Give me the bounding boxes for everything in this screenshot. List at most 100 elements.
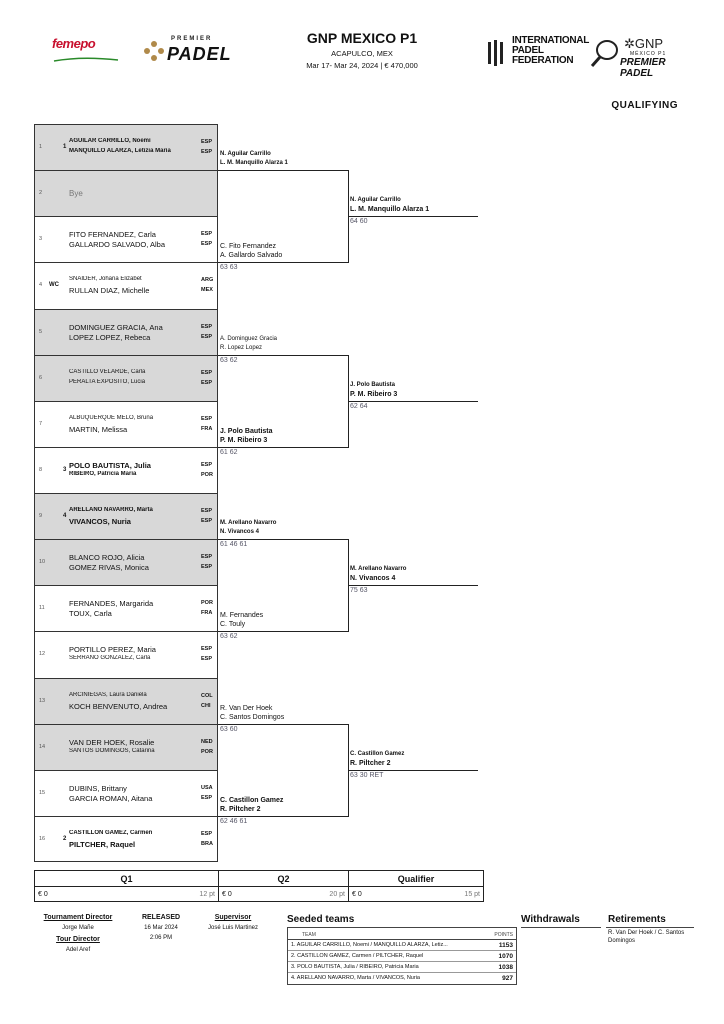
seeded-team: 3. POLO BAUTISTA, Julia / RIBEIRO, Patri… xyxy=(291,964,419,970)
seed-label: 2 xyxy=(63,835,67,842)
player-nationality: ESP xyxy=(201,518,213,525)
retirements-text: R. Van Der Hoek / C. Santos Domingos xyxy=(608,930,685,944)
player-name: MANQUILLO ALARZA, Letizia Maria xyxy=(69,148,171,155)
q1-winner-name: N. Vivancos 4 xyxy=(220,529,259,536)
player-nationality: POR xyxy=(201,748,213,755)
prize-points: 12 pt xyxy=(199,891,215,898)
player-nationality: NED xyxy=(201,738,213,745)
seeded-row: 3. POLO BAUTISTA, Julia / RIBEIRO, Patri… xyxy=(288,962,516,973)
prize-money: € 0 xyxy=(352,891,362,898)
tournament-dates-prize: Mar 17- Mar 24, 2024 | € 470,000 xyxy=(306,61,418,70)
q1-winner-name: N. Aguilar Carrillo xyxy=(220,151,271,158)
draw-position: 10 xyxy=(39,559,46,566)
player-nationality: ARG xyxy=(201,277,214,284)
player-nationality: ESP xyxy=(201,656,213,663)
player-name: TOUX, Carla xyxy=(69,609,112,619)
q2-score: 75 63 xyxy=(350,587,368,595)
withdrawals-title: Withdrawals xyxy=(521,914,580,925)
player-name: RULLAN DIAZ, Michelle xyxy=(69,286,150,296)
seeded-points: 1070 xyxy=(498,953,513,960)
q2-winner-name: N. Vivancos 4 xyxy=(350,575,396,583)
q2-winner-name: J. Polo Bautista xyxy=(350,381,396,388)
q1-winner-name: M. Fernandes xyxy=(220,612,264,620)
released-date: 16 Mar 2024 xyxy=(144,925,178,931)
femepo-swoosh-icon xyxy=(53,57,119,62)
ipf-logo: INTERNATIONAL PADEL FEDERATION xyxy=(484,36,589,72)
player-nationality: ESP xyxy=(201,461,213,468)
player-nationality: USA xyxy=(201,784,213,791)
player-nationality: ESP xyxy=(201,241,213,248)
q2-winner-line xyxy=(348,769,478,771)
draw-position: 11 xyxy=(39,605,45,612)
premier-star-icon xyxy=(144,41,164,61)
seeded-team: 1. AGUILAR CARRILLO, Noemi / MANQUILLO A… xyxy=(291,942,448,948)
q1-winner-name: J. Polo Bautista xyxy=(220,427,273,435)
q1-winner-name: C. Fito Fernandez xyxy=(220,243,277,251)
prize-points: 15 pt xyxy=(464,891,480,898)
player-nationality: ESP xyxy=(201,794,213,801)
q1-winner-line xyxy=(218,170,348,172)
q1-winner-name: R. Van Der Hoek xyxy=(220,704,273,712)
player-name: AGUILAR CARRILLO, Noemi xyxy=(69,138,151,145)
draw-position: 3 xyxy=(39,236,43,243)
q2-score: 62 64 xyxy=(350,402,368,410)
prize-round-qualifier: Qualifier xyxy=(349,871,483,887)
draw-position: 8 xyxy=(39,466,43,473)
player-nationality: MEX xyxy=(201,287,213,294)
draw-position: 12 xyxy=(39,651,46,658)
q2-winner-name: L. M. Manquillo Alarza 1 xyxy=(350,206,430,214)
player-name: GOMEZ RIVAS, Monica xyxy=(69,563,149,573)
seeded-header-team: TEAM xyxy=(302,932,316,938)
player-name: RIBEIRO, Patricia Maria xyxy=(69,470,137,477)
player-name: ARCINIEGAS, Laura Daniela xyxy=(69,691,147,698)
ipf-line-3: FEDERATION xyxy=(512,55,574,66)
player-nationality: ESP xyxy=(201,333,213,340)
prize-money: € 0 xyxy=(222,891,232,898)
tour-director-name: Adel Aref xyxy=(65,947,91,953)
q1-winner-name: R. Piltcher 2 xyxy=(220,805,261,813)
player-nationality: ESP xyxy=(201,830,213,837)
player-name: BLANCO ROJO, Alicia xyxy=(69,553,145,563)
q1-winner-name: C. Touly xyxy=(220,621,246,629)
q1-winner-line xyxy=(218,262,348,264)
seeded-team: 4. ARELLANO NAVARRO, Marta / VIVANCOS, N… xyxy=(291,975,420,981)
seed-label: 4 xyxy=(63,513,67,520)
player-name: VIVANCOS, Nuria xyxy=(69,517,131,527)
q1-score: 63 62 xyxy=(220,633,238,641)
q1-score: 62 46 61 xyxy=(220,817,248,825)
draw-position: 2 xyxy=(39,190,43,197)
withdrawals-divider xyxy=(521,927,601,928)
seeded-row: 2. CASTILLON GAMEZ, Carmen / PILTCHER, R… xyxy=(288,951,516,962)
q1-score: 63 63 xyxy=(220,264,238,272)
gnp-sub-text: MÉXICO P1 xyxy=(630,51,667,57)
player-name: PERALTA EXPOSITO, Lucia xyxy=(69,378,146,385)
player-nationality: ESP xyxy=(201,646,213,653)
q1-winner-name: L. M. Manquillo Alarza 1 xyxy=(220,160,288,167)
draw-position: 7 xyxy=(39,420,43,427)
tournament-location: ACAPULCO, MEX xyxy=(331,49,393,58)
player-nationality: BRA xyxy=(201,840,213,847)
player-name: SERRANO GONZALEZ, Carla xyxy=(69,655,151,662)
player-name: ARELLANO NAVARRO, Marta xyxy=(69,507,153,514)
draw-position: 14 xyxy=(39,743,46,750)
player-nationality: COL xyxy=(201,692,213,699)
player-name: FERNANDES, Margarida xyxy=(69,599,154,609)
seeded-row: 4. ARELLANO NAVARRO, Marta / VIVANCOS, N… xyxy=(288,973,516,984)
gnp-main-text: ✲GNP xyxy=(624,36,664,51)
q1-winner-name: R. Lopez Lopez xyxy=(220,344,263,351)
draw-position: 4 xyxy=(39,282,43,289)
q1-score: 61 46 61 xyxy=(220,541,248,549)
player-name: PORTILLO PEREZ, Maria xyxy=(69,645,156,655)
premier-big-text: PADEL xyxy=(167,44,232,64)
tournament-title: GNP MEXICO P1 xyxy=(306,30,418,46)
draw-position: 16 xyxy=(39,835,46,842)
player-name: VAN DER HOEK, Rosalie xyxy=(69,737,155,747)
draw-position: 6 xyxy=(39,374,43,381)
